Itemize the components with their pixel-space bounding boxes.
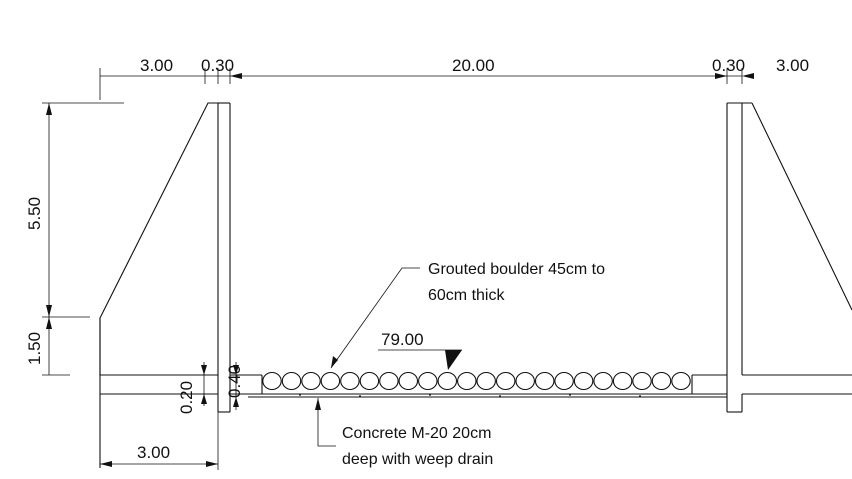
concrete-leader: [315, 398, 336, 447]
boulder: [301, 371, 321, 391]
bottom-dimension: [100, 412, 219, 470]
boulder-note-line1: Grouted boulder 45cm to: [428, 261, 605, 278]
boulder: [340, 371, 360, 391]
boulder: [515, 371, 535, 391]
dim-height-150: 1.50: [25, 332, 44, 365]
concrete-note-line2: deep with weep drain: [342, 451, 493, 468]
dim-top-left-030: 0.30: [201, 56, 234, 75]
boulder: [398, 371, 419, 391]
boulder: [457, 371, 477, 391]
left-wall: [99, 102, 231, 468]
boulder: [671, 371, 691, 391]
dim-thick-040: 0.40: [225, 365, 244, 398]
base-slab: [100, 374, 852, 398]
dim-bottom-left-3: 3.00: [137, 443, 170, 462]
boulder: [320, 371, 341, 391]
boulder: [632, 371, 652, 391]
boulder: [359, 371, 380, 391]
concrete-note-line1: Concrete M-20 20cm: [342, 425, 491, 442]
grouted-boulders: [262, 371, 691, 391]
boulder: [534, 371, 555, 391]
dim-top-left-3: 3.00: [140, 56, 173, 75]
boulder: [262, 371, 282, 391]
dim-top-right-3: 3.00: [776, 56, 809, 75]
boulder: [554, 371, 574, 391]
top-dimension-chain: [99, 68, 754, 100]
dim-thick-020: 0.20: [177, 381, 196, 414]
boulder: [651, 371, 672, 391]
boulder: [573, 371, 594, 391]
boulder: [476, 371, 496, 391]
boulder: [437, 371, 458, 391]
dim-height-550: 5.50: [25, 197, 44, 230]
boulder: [495, 371, 516, 391]
dim-top-span: 20.00: [452, 56, 495, 75]
boulder: [379, 371, 399, 391]
dim-top-right-030: 0.30: [712, 56, 745, 75]
thickness-dims: [196, 362, 239, 410]
boulder: [418, 371, 438, 391]
boulder-note-line2: 60cm thick: [428, 287, 505, 304]
boulder: [281, 371, 302, 391]
boulder-leader: [330, 267, 420, 369]
boulder: [593, 371, 613, 391]
right-wall: [726, 102, 852, 413]
level-value: 79.00: [381, 330, 424, 349]
left-vertical-dimension: [42, 102, 124, 376]
level-marker: [378, 349, 462, 370]
boulder: [612, 371, 633, 391]
